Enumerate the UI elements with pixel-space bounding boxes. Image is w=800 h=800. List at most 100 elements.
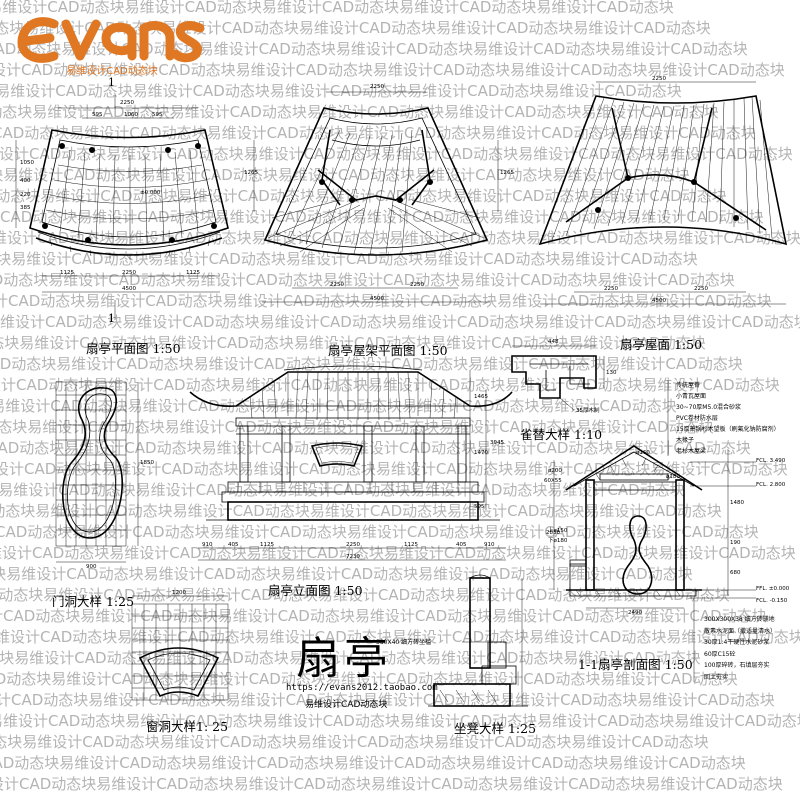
plan-dim-a: 595 — [92, 112, 103, 118]
bench-detail — [428, 574, 528, 707]
plan-bottom-a: 1125 — [60, 270, 74, 276]
plan-label: 扇亭平面图 1:50 — [86, 341, 181, 356]
frame-dim-top: 2250 — [370, 84, 384, 90]
logo-letters — [17, 17, 204, 63]
roof-note: 30~70厚M5.0混合砂浆 — [676, 404, 742, 411]
roof-bottom-b: 2250 — [694, 286, 708, 292]
section-note-3: ø200 — [548, 468, 562, 474]
section-side-3: 190 — [730, 540, 741, 546]
floor-note: 回土夯实 — [704, 673, 729, 681]
plan-level: ±0.000 — [140, 190, 161, 196]
plan-bottom-c: 1125 — [186, 270, 200, 276]
rafters — [267, 129, 485, 256]
section-note-1: ø160 — [636, 450, 650, 456]
frame-bottom-total: 4500 — [370, 296, 384, 302]
roof-note: PVC卷材防水层 — [676, 415, 718, 422]
bench-note: 380X40 细方砖坐槛 — [376, 639, 432, 646]
roof-note: 老杉木屋梁 — [676, 448, 707, 455]
level-4: FCL. -0.150 — [756, 598, 788, 604]
elev-dim-total: 7230 — [346, 554, 360, 560]
section-note-4: 60X55 — [544, 478, 562, 484]
elevation-view — [189, 365, 513, 561]
section-width: 2490 — [628, 610, 642, 616]
section-side-4: 680 — [730, 570, 741, 576]
elev-dim-3: 1125 — [260, 542, 274, 548]
section-mark-top: 1 — [108, 76, 115, 89]
elev-side-1: 1465 — [474, 394, 488, 400]
section-note-2: ø180 — [666, 474, 680, 480]
roof-frame-view — [253, 91, 499, 303]
level-2: FCL. 2.800 — [756, 482, 786, 488]
bracket-note: 35厚木制 — [576, 408, 600, 414]
elev-dim-7: 910 — [484, 542, 495, 548]
plan-dim-b: 1060 — [124, 112, 138, 118]
frame-bottom-b: 2250 — [410, 282, 424, 288]
elev-side-3: 3945 — [490, 440, 504, 446]
roof-note: 15厚萧锅杉木望板（刷氟化钠防腐剂） — [676, 426, 780, 433]
bracket-label: 雀替大样 1:10 — [520, 427, 603, 442]
plan-bottom-b: 2250 — [122, 270, 136, 276]
bracket-width: 448 — [548, 339, 559, 345]
plan-dim-c: 595 — [152, 112, 163, 118]
elev-dim-5: 1125 — [404, 542, 418, 548]
drawing-title: 扇亭 — [296, 633, 392, 684]
section-view — [553, 380, 756, 682]
level-3: FFL. ±0.000 — [756, 586, 790, 592]
elev-dim-6: 405 — [456, 542, 467, 548]
floor-note: 100厚碎砖，石填层夯实 — [704, 662, 770, 669]
plan-view — [15, 95, 229, 320]
elev-dim-4: 2250 — [346, 542, 360, 548]
section-note-6: 下ø180 — [548, 538, 568, 544]
evans-logo: 易维设计CAD动态块 — [17, 17, 204, 77]
plan-dim-top: 2250 — [120, 100, 134, 106]
section-label: 1-1扇亭剖面图 1:50 — [578, 657, 693, 672]
door-label: 门洞大样 1:25 — [52, 594, 135, 609]
logo-subtitle: 易维设计CAD动态块 — [66, 64, 158, 77]
floor-note: 60厚C15砼 — [704, 650, 736, 658]
frame-side-right: 1265 — [500, 170, 514, 176]
floor-note: 300X300X38 细方砖铺地 — [704, 616, 775, 623]
roof-bottom-total: 4500 — [652, 298, 666, 304]
door-height: 1850 — [140, 460, 154, 466]
plan-side-c: 220 — [20, 192, 31, 198]
roof-note: 木椽子 — [676, 437, 695, 444]
window-width: 1200 — [172, 590, 186, 596]
roof-note: 传统屋脊 — [676, 382, 701, 389]
roof-tiles — [551, 96, 773, 241]
frame-side-left: 1265 — [244, 170, 258, 176]
plan-grid — [45, 149, 215, 244]
plan-side-d: 385 — [20, 205, 31, 211]
source-url: https://evans2012.taobao.com — [286, 683, 438, 693]
bracket-detail — [511, 345, 605, 411]
roof-view — [538, 81, 788, 305]
roof-note: 小青瓦屋面 — [676, 393, 707, 400]
window-label: 窗洞大样1: 25 — [146, 719, 229, 734]
section-side-2: 1480 — [730, 500, 744, 506]
bracket-height: 130 — [606, 370, 617, 376]
level-1: FCL. 3.490 — [756, 458, 786, 464]
plan-bottom-total: 4500 — [122, 286, 136, 292]
roof-bottom-a: 2250 — [604, 286, 618, 292]
roof-dim-top: 2250 — [652, 76, 666, 82]
door-detail — [55, 381, 139, 563]
roof-frame-label: 扇亭屋架平面图 1:50 — [328, 343, 448, 358]
floor-note: 30厚1:4干硬性水泥砂浆 — [704, 639, 770, 646]
floor-note: 散素水泥面（撒适量清水） — [704, 627, 777, 635]
door-width: 900 — [86, 564, 97, 570]
elevation-label: 扇亭立面图 1:50 — [268, 583, 363, 598]
roof-label: 扇亭屋面 1:50 — [620, 337, 703, 352]
elevation-tiles — [249, 371, 457, 421]
plan-side-a: 1050 — [20, 160, 34, 166]
bench-label: 坐凳大样 1:25 — [454, 721, 537, 736]
drawing-subtitle: 易维设计CAD动态块 — [305, 700, 388, 710]
section-mark-bottom: 1 — [108, 312, 115, 325]
plan-columns — [42, 143, 217, 243]
plan-side-b: 400 — [20, 178, 31, 184]
elev-side-4: 595 — [474, 504, 485, 510]
window-detail — [131, 595, 229, 701]
elev-dim-2: 405 — [228, 542, 239, 548]
section-side-1: 2830 — [546, 530, 560, 536]
section-note-5: 上ø150 — [548, 528, 568, 534]
